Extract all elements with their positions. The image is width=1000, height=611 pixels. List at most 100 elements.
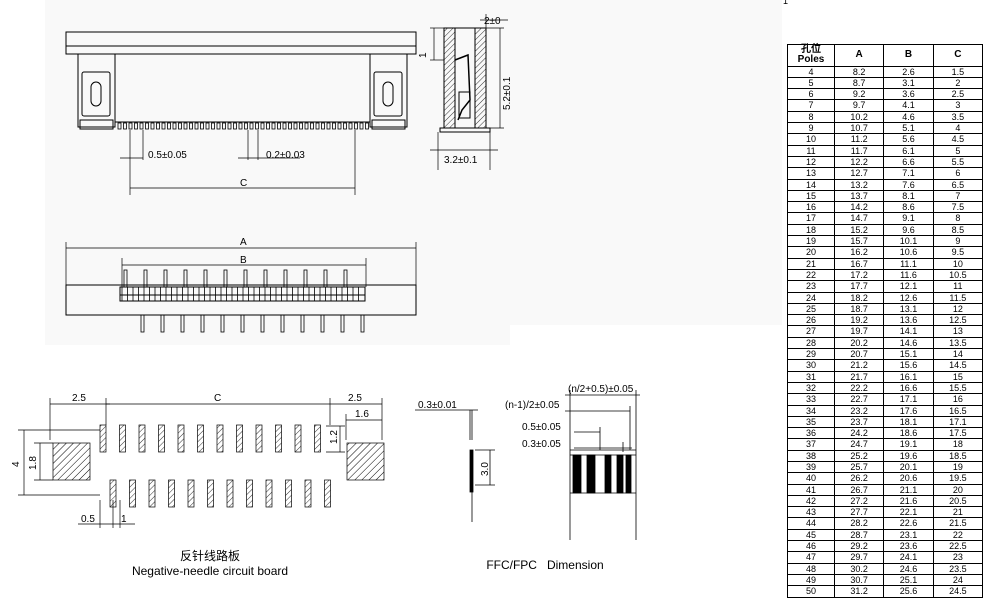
front-pin [354, 122, 358, 130]
front-pin [178, 122, 182, 130]
table-cell: 12 [932, 302, 984, 316]
table-cell: 5.5 [932, 155, 984, 169]
page-marker: 1 [783, 0, 789, 6]
table-cell: 50 [787, 585, 835, 598]
table-cell: 10.7 [833, 122, 885, 135]
table-cell: 17.1 [883, 393, 934, 406]
table-cell: 9.7 [833, 99, 885, 112]
table-cell: 4 [787, 65, 835, 78]
front-view-pins [117, 122, 369, 130]
table-cell: 9.5 [932, 246, 984, 259]
front-pin [211, 122, 215, 130]
pcb-right-label: 2.5 [348, 393, 362, 404]
pcb-pad-lower [324, 479, 331, 508]
table-cell: 5 [787, 76, 835, 90]
pcb-pad-lower [226, 479, 234, 508]
table-cell: 21.1 [883, 483, 934, 496]
table-cell: 21.6 [883, 494, 934, 508]
table-cell: 20.1 [883, 460, 934, 474]
table-cell: 6.6 [883, 155, 934, 169]
table-cell: 21.5 [932, 517, 984, 530]
table-cell: 2.6 [883, 65, 934, 78]
table-cell: 10.2 [833, 110, 885, 124]
table-cell: 24.2 [833, 427, 885, 440]
front-pin [233, 122, 237, 130]
front-pin [123, 122, 127, 130]
dim-a-label: A [240, 237, 247, 248]
table-cell: 4.1 [883, 99, 934, 112]
front-pin [205, 122, 210, 130]
table-cell: 27.7 [833, 506, 885, 519]
table-cell: 14 [787, 178, 835, 191]
table-cell: 11.7 [833, 144, 885, 157]
top-pin-upper [243, 269, 248, 288]
dim-c-label: C [240, 178, 247, 189]
pcb-pad-upper [138, 424, 146, 453]
table-cell: 17.5 [932, 427, 984, 440]
front-pin [249, 122, 254, 130]
table-cell: 10.6 [883, 246, 934, 259]
table-cell: 4.6 [883, 110, 934, 124]
table-cell: 23 [787, 280, 835, 293]
table-cell: 45 [787, 528, 835, 542]
table-cell: 24.6 [883, 562, 934, 575]
ffc-title: FFC/FPC Dimension [486, 558, 604, 572]
table-cell: 13.6 [883, 314, 934, 327]
top-pin-lower [220, 314, 225, 333]
front-pin [321, 122, 325, 130]
table-cell: 14.6 [883, 336, 934, 350]
table-header-cell: C [932, 44, 984, 67]
top-pin-upper [203, 269, 208, 288]
table-cell: 23.1 [883, 528, 934, 542]
table-cell: 28.7 [833, 528, 885, 542]
table-cell: 3.6 [883, 88, 934, 101]
pcb-pad-upper [314, 424, 321, 453]
front-view [65, 31, 417, 130]
table-cell: 21 [787, 257, 835, 270]
table-cell: 24 [932, 573, 984, 587]
table-cell: 23.5 [932, 562, 984, 575]
pcb-c-label: C [214, 393, 221, 404]
table-cell: 5.1 [883, 122, 934, 135]
table-cell: 24.1 [883, 551, 934, 564]
side-view [430, 14, 508, 170]
front-pin [299, 122, 303, 130]
front-view-dimensions [120, 130, 356, 195]
pcb-title: 反针线路板 Negative-needle circuit board [120, 547, 300, 578]
table-cell: 35 [787, 415, 835, 429]
table-cell: 19 [932, 460, 984, 474]
table-cell: 16.2 [833, 246, 885, 259]
pcb-pad-lower [304, 479, 312, 508]
pcb-title-en: Negative-needle circuit board [131, 564, 289, 578]
top-pin-upper [123, 269, 128, 288]
table-cell: 22.2 [833, 381, 885, 395]
front-pin [337, 122, 342, 130]
table-header-cell: 孔位Poles [787, 44, 835, 67]
pcb-pad-lower [207, 479, 214, 508]
table-cell: 29.2 [833, 540, 885, 553]
table-cell: 11 [787, 144, 835, 157]
top-view [65, 242, 417, 316]
pcb-pad-upper [119, 424, 126, 453]
top-pin-upper [143, 269, 148, 288]
front-pin [194, 122, 199, 130]
drawing-background-right [510, 0, 782, 325]
top-pin-lower [340, 314, 345, 333]
top-pin-lower [240, 314, 245, 333]
table-cell: 19 [787, 235, 835, 248]
table-cell: 7 [932, 189, 984, 203]
